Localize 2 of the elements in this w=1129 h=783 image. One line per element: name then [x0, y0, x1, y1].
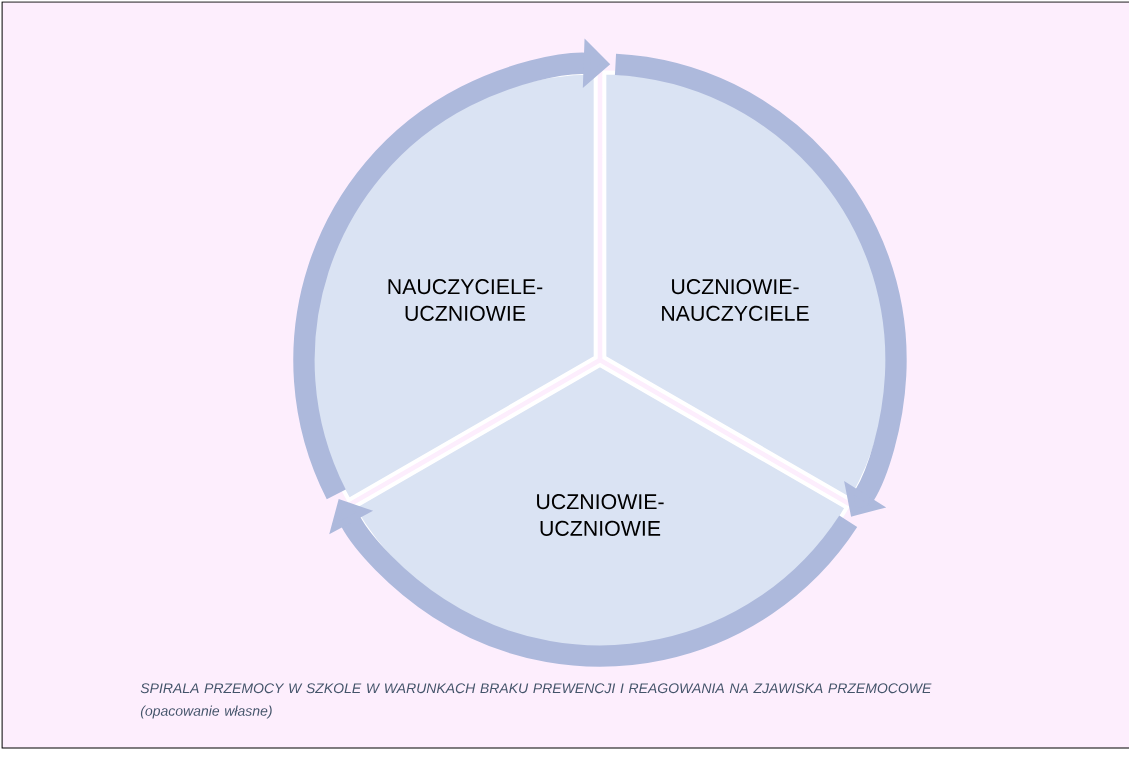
caption: SPIRALA PRZEMOCY W SZKOLE W WARUNKACH BRAKU PREWENCJI I REAGOWANIA NA ZJAWISKA PRZEMOCOWE (opacowanie własne) [140, 683, 932, 719]
pie-sector: UCZNIOWIE- UCZNIOWIE [351, 363, 849, 653]
